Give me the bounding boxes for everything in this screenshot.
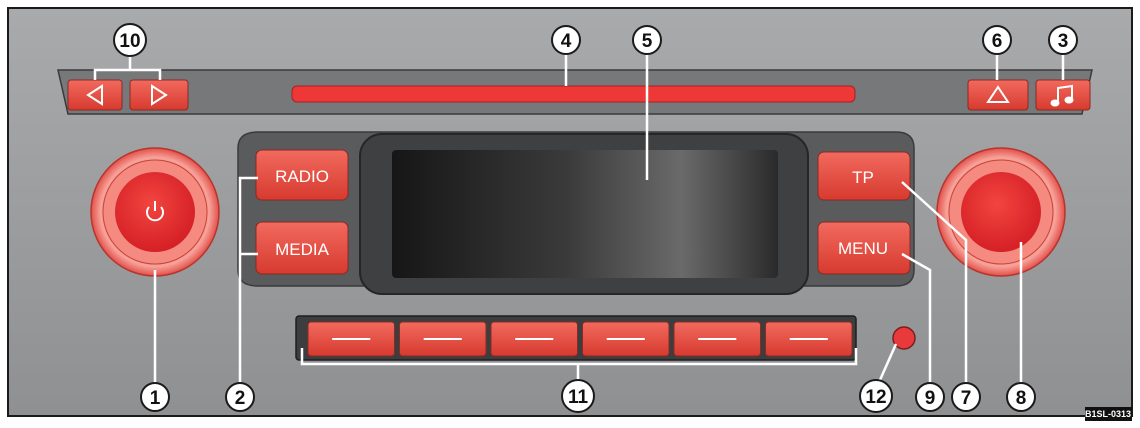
preset-button-2[interactable] xyxy=(399,321,487,357)
svg-text:2: 2 xyxy=(235,388,246,409)
svg-text:10: 10 xyxy=(119,31,140,52)
callout-9: 9 xyxy=(915,382,945,412)
power-icon xyxy=(146,201,164,222)
cd-slot[interactable] xyxy=(291,85,856,103)
power-volume-knob[interactable] xyxy=(90,147,220,277)
callout-4: 4 xyxy=(551,25,581,55)
preset-button-5[interactable] xyxy=(673,321,761,357)
callout-6: 6 xyxy=(982,25,1012,55)
menu-button-label: MENU xyxy=(838,239,888,258)
callout-1: 1 xyxy=(140,382,170,412)
svg-text:6: 6 xyxy=(992,31,1003,52)
svg-text:1: 1 xyxy=(150,388,161,409)
callout-11: 11 xyxy=(561,379,595,413)
callout-8: 8 xyxy=(1006,382,1036,412)
preset-buttons xyxy=(307,321,853,357)
display-screen xyxy=(392,150,778,278)
media-button[interactable]: MEDIA xyxy=(255,221,349,275)
callout-5: 5 xyxy=(632,25,662,55)
sound-button[interactable] xyxy=(1035,79,1091,111)
svg-text:B1SL-0313: B1SL-0313 xyxy=(1085,409,1131,419)
triangle-right-icon xyxy=(151,84,168,106)
svg-text:12: 12 xyxy=(865,387,886,408)
preset-button-4[interactable] xyxy=(582,321,670,357)
svg-text:11: 11 xyxy=(568,387,589,408)
triangle-left-icon xyxy=(86,84,103,106)
svg-text:9: 9 xyxy=(925,388,936,409)
callout-2: 2 xyxy=(225,382,255,412)
music-note-icon xyxy=(1050,84,1074,107)
callout-3: 3 xyxy=(1048,25,1078,55)
preset-button-3[interactable] xyxy=(490,321,578,357)
svg-text:5: 5 xyxy=(642,31,653,52)
tp-button[interactable]: TP xyxy=(817,151,911,201)
aux-socket[interactable] xyxy=(892,326,916,350)
eject-button[interactable] xyxy=(967,79,1029,111)
preset-button-1[interactable] xyxy=(307,321,395,357)
svg-text:7: 7 xyxy=(961,388,972,409)
callout-12: 12 xyxy=(859,379,893,413)
callouts: 1 2 3 4 5 6 7 8 xyxy=(113,23,1078,413)
menu-button[interactable]: MENU xyxy=(817,221,911,275)
reference-code: B1SL-0313 xyxy=(1085,407,1132,421)
media-button-label: MEDIA xyxy=(275,240,330,259)
seek-back-button[interactable] xyxy=(67,79,123,111)
svg-text:4: 4 xyxy=(561,31,572,52)
seek-forward-button[interactable] xyxy=(129,79,189,111)
tp-button-label: TP xyxy=(852,168,874,187)
preset-button-6[interactable] xyxy=(765,321,853,357)
eject-icon xyxy=(986,85,1010,103)
radio-button-label: RADIO xyxy=(275,167,329,186)
radio-button[interactable]: RADIO xyxy=(255,149,349,201)
svg-text:8: 8 xyxy=(1016,388,1027,409)
tuning-knob[interactable] xyxy=(936,147,1066,277)
callout-7: 7 xyxy=(951,382,981,412)
svg-text:3: 3 xyxy=(1058,31,1069,52)
callout-10: 10 xyxy=(113,23,147,57)
leader-lines xyxy=(93,54,1065,388)
